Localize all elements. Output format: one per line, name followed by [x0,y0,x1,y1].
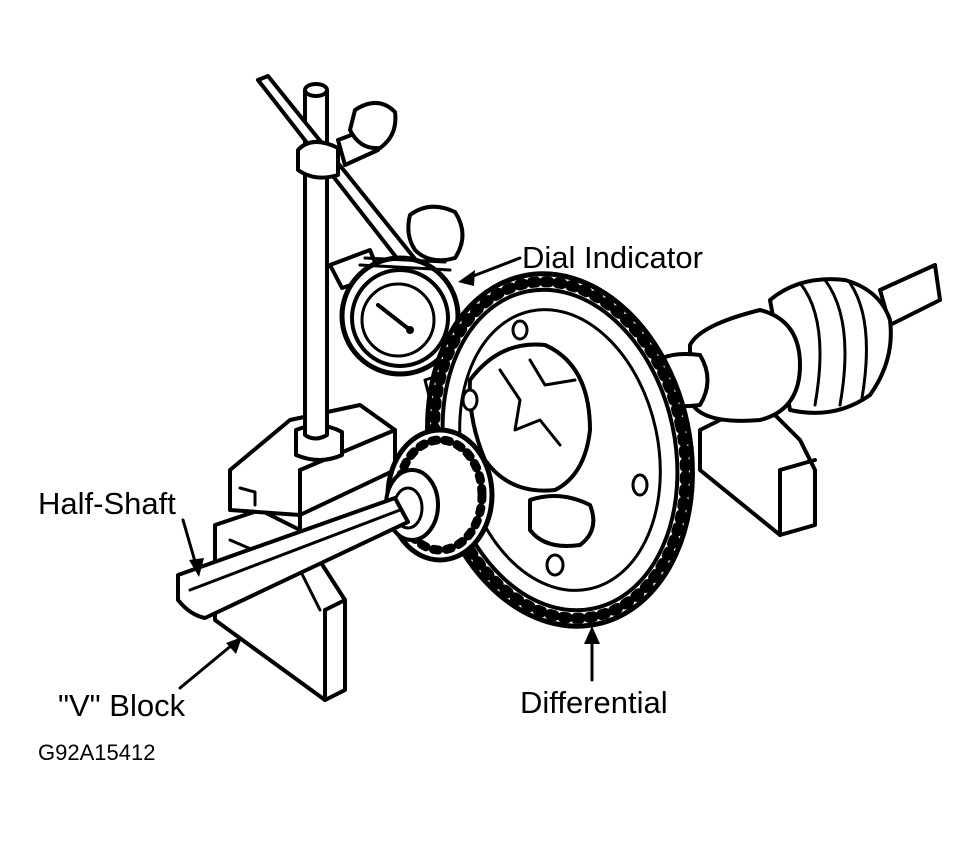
dial-indicator-gauge [328,248,461,402]
callout-arrows [178,256,600,690]
v-block-leader [178,643,234,690]
half-shaft-arrowhead [189,558,204,577]
v-block-arrowhead [226,637,242,654]
dial-indicator-base [228,403,397,542]
dial-indicator-arrowhead [458,270,475,286]
half-shaft-leader [181,518,198,567]
v-block-label: "V" Block [58,688,186,723]
half-shaft [176,496,410,620]
figure-id: G92A15412 [38,740,156,765]
right-axle [648,263,942,423]
left-side-bearing [384,427,495,563]
dial-indicator-leader [466,256,522,280]
differential-label: Differential [520,685,668,720]
right-v-block [698,398,817,537]
dial-indicator-label: Dial Indicator [522,240,703,275]
half-shaft-label: Half-Shaft [38,486,176,521]
differential-arrowhead [584,626,600,644]
